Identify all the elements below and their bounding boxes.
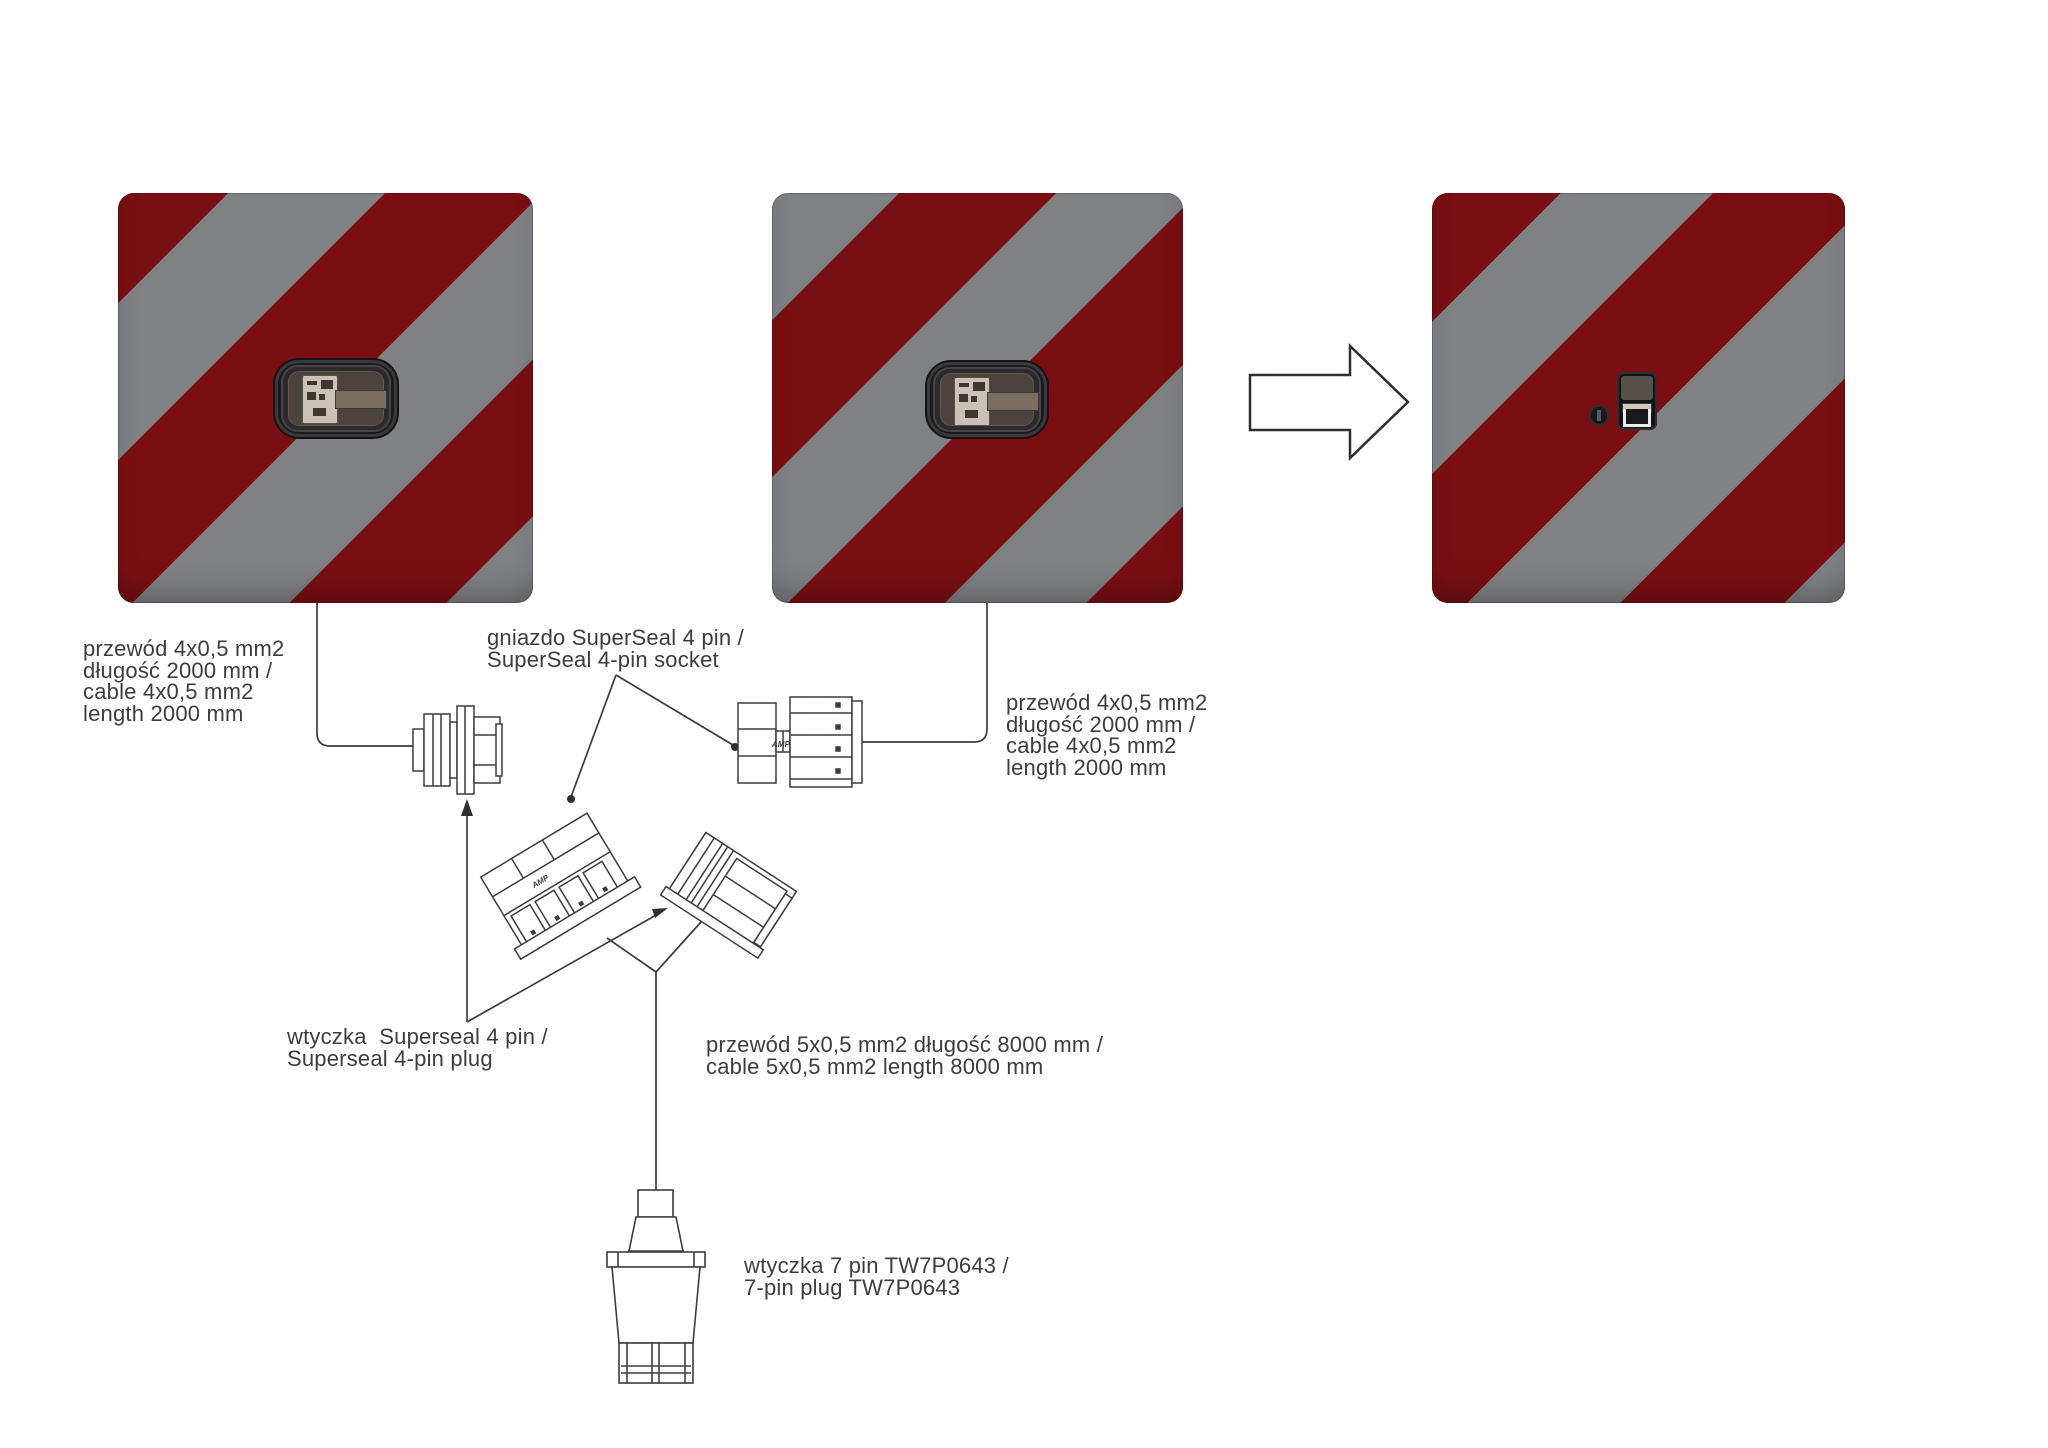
connector-plug-right-drawing (659, 831, 798, 960)
lamp-connector-strip (335, 390, 387, 409)
label-superseal-socket: gniazdo SuperSeal 4 pin / SuperSeal 4-pi… (487, 625, 744, 672)
plug-7pin-drawing (606, 1189, 706, 1384)
led-lamp-left (275, 360, 397, 437)
connector-plug-left-drawing: AMP (479, 812, 642, 961)
label-cable-main: przewód 5x0,5 mm2 długość 8000 mm / cabl… (706, 1032, 1104, 1079)
cable-left-line (316, 603, 413, 747)
led-lamp-result-sideview (1617, 372, 1657, 430)
leader-plug-b (466, 913, 659, 1023)
lamp-sticker (302, 375, 338, 424)
leader-socket-b (615, 674, 734, 746)
lamp-sticker (954, 377, 990, 426)
mounting-knob-icon (1589, 405, 1609, 426)
leader-socket-a (570, 674, 617, 798)
led-lamp-middle (927, 362, 1047, 437)
amp-logo-text: AMP (530, 873, 551, 891)
lamp-top-face (1621, 376, 1653, 400)
label-cable-left: przewód 4x0,5 mm2 długość 2000 mm / cabl… (83, 636, 285, 726)
leader-dot (731, 743, 739, 751)
label-superseal-plug: wtyczka Superseal 4 pin / Superseal 4-pi… (287, 1024, 548, 1071)
leader-arrowhead (652, 908, 668, 918)
leader-arrowhead (461, 799, 473, 816)
cable-right-line (862, 603, 988, 743)
label-7pin-plug: wtyczka 7 pin TW7P0643 / 7-pin plug TW7P… (744, 1253, 1009, 1300)
arrow-right-icon (1248, 343, 1410, 461)
connector-socket-amp-drawing: AMP (737, 696, 863, 788)
cable-y-right (655, 911, 711, 973)
leader-dot (567, 795, 575, 803)
amp-logo-text: AMP (771, 740, 790, 749)
connector-socket-side-drawing (412, 705, 503, 795)
lamp-bracket (1623, 409, 1651, 427)
lamp-connector-strip (987, 392, 1039, 411)
cable-y-left (606, 937, 657, 973)
label-cable-right: przewód 4x0,5 mm2 długość 2000 mm / cabl… (1006, 690, 1208, 780)
